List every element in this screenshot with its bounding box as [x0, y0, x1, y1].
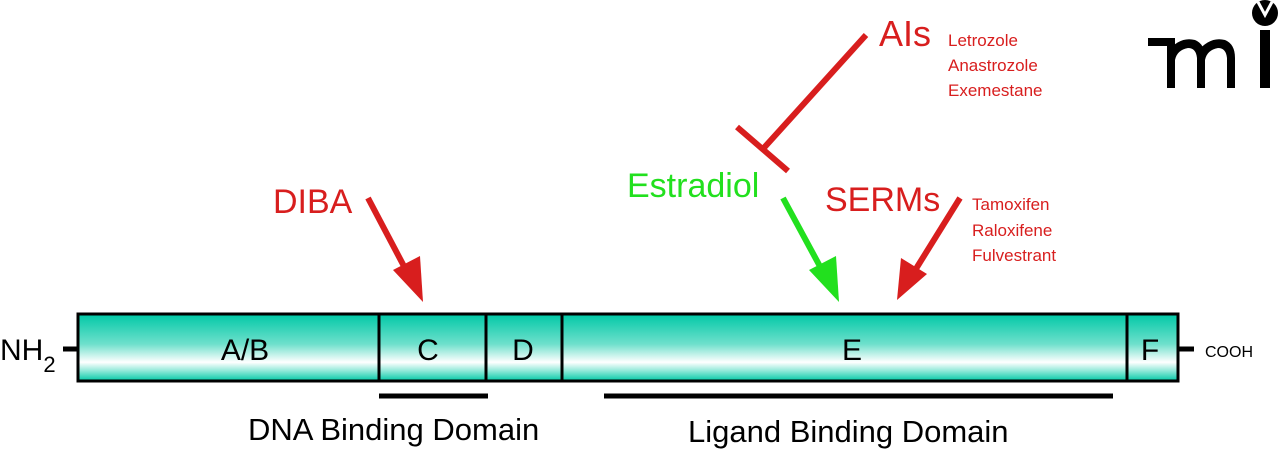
estradiol-arrow-shaft — [780, 196, 826, 274]
ais-label: AIs — [879, 13, 931, 54]
serms-drug: Tamoxifen — [972, 195, 1049, 214]
c-terminus-label: COOH — [1205, 344, 1253, 361]
domain-d: D — [512, 334, 534, 367]
domain-e: E — [842, 334, 862, 367]
inhibition-bar — [735, 124, 790, 174]
estradiol-label: Estradiol — [627, 167, 759, 205]
serms-arrow-shaft — [911, 196, 963, 274]
diba-label: DIBA — [273, 183, 353, 221]
domain-c: C — [417, 334, 439, 367]
ais-inhibition-line — [759, 32, 869, 153]
serms-drug: Fulvestrant — [972, 246, 1056, 265]
receptor-bar — [76, 312, 1180, 383]
diba-arrow-shaft — [365, 196, 410, 274]
n-terminus-label: NH2 — [0, 334, 56, 377]
dna-binding-domain-label: DNA Binding Domain — [248, 412, 539, 447]
diba-arrowhead — [393, 256, 423, 302]
domain-f: F — [1141, 334, 1159, 367]
ais-drug: Anastrozole — [948, 56, 1038, 75]
ais-drug: Letrozole — [948, 31, 1018, 50]
serms-arrowhead — [897, 258, 927, 300]
serms-drug: Raloxifene — [972, 221, 1052, 240]
ligand-binding-domain-label: Ligand Binding Domain — [688, 414, 1009, 449]
mi-logo — [1148, 0, 1278, 88]
serms-label: SERMs — [825, 181, 940, 219]
estradiol-arrowhead — [809, 256, 839, 302]
ais-drug: Exemestane — [948, 81, 1043, 100]
domain-ab: A/B — [221, 334, 269, 367]
